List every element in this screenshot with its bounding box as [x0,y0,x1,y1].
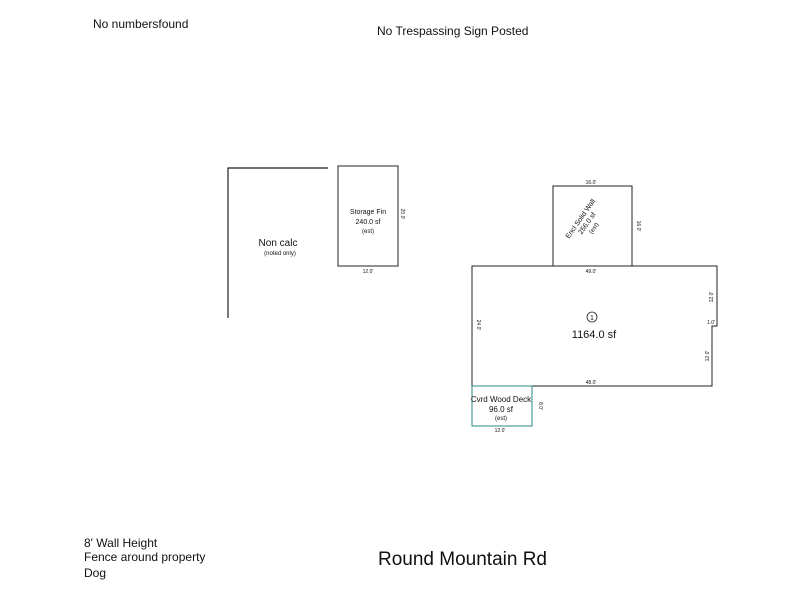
enclosure-dim-side: 16.0' [635,221,641,232]
main-house-outline [471,265,718,387]
storage-outline [337,165,399,267]
deck-outline [471,385,533,427]
non-calc-label: Non calc [259,238,298,249]
deck-est: (est) [495,416,507,422]
deck-dim-height: 8.0' [537,402,543,410]
storage-name: Storage Fin [350,209,386,216]
storage-area: 240.0 sf [356,219,381,226]
deck-name: Cvrd Wood Deck [471,395,532,404]
storage-dim-height: 20.0' [399,209,405,220]
storage-dim-width: 12.0' [363,269,374,275]
storage-est: (est) [362,229,374,235]
main-dim-left: 24.0' [475,320,481,331]
street-name: Round Mountain Rd [378,549,547,570]
note-dog: Dog [84,566,107,580]
main-dim-bottom: 48.0' [586,380,597,386]
main-area: 1164.0 sf [572,329,617,341]
main-dim-right-upper: 12.0' [709,292,715,303]
main-dim-top: 49.0' [586,269,597,275]
deck-area: 96.0 sf [489,405,514,414]
enclosure-est: (est) [589,222,601,235]
non-calc-fence-line [227,167,328,318]
enclosure-dim-top: 16.0' [586,180,597,186]
note-wall-height: 8' Wall Height [84,536,158,550]
floor-marker-circle [586,311,598,323]
main-dim-right-lower: 12.0' [705,351,711,362]
note-fence: Fence around property [84,550,206,564]
deck-dim-width: 12.0' [495,428,506,434]
floor-marker-number: 1 [590,315,594,322]
no-numbers-note: No numbersfound [93,17,189,31]
non-calc-sub: (noted only) [264,251,296,257]
main-dim-jog: 1.0' [707,320,715,326]
trespassing-note: No Trespassing Sign Posted [377,24,529,38]
